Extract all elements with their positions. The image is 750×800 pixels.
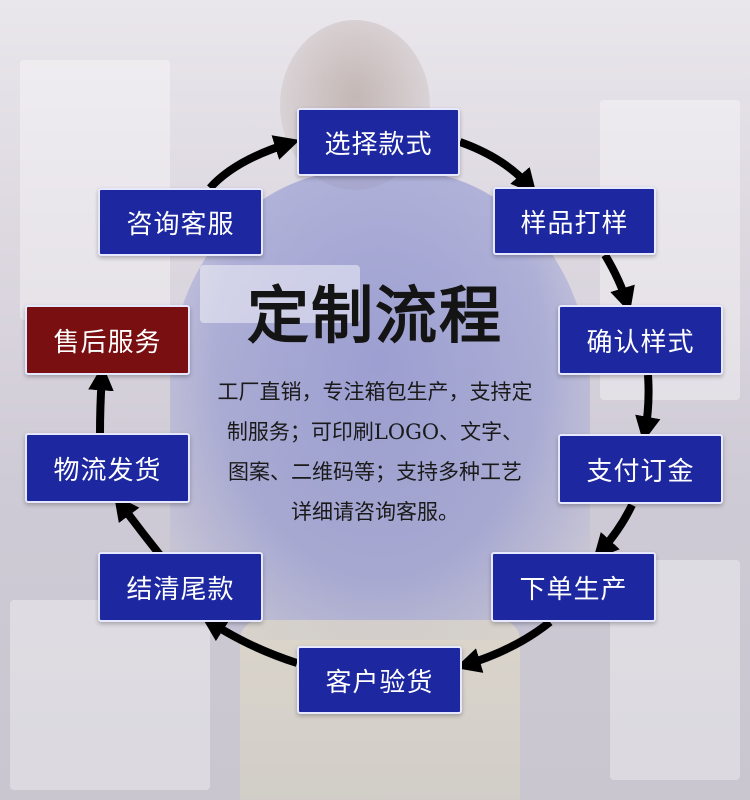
step-pay-deposit: 支付订金 <box>558 434 723 504</box>
arrow-6 <box>201 616 299 667</box>
shirt-logo <box>200 265 360 323</box>
page-title: 定制流程 <box>246 279 503 352</box>
arrow-3 <box>635 374 661 443</box>
background-panel <box>10 600 210 790</box>
arrow-9 <box>207 135 300 191</box>
arrow-5 <box>455 618 553 673</box>
arrow-4 <box>593 503 636 560</box>
arrow-2 <box>601 252 635 313</box>
description-line: 工厂直销，专注箱包生产，支持定 <box>217 380 533 404</box>
step-confirm-style: 确认样式 <box>558 305 723 375</box>
arrow-8 <box>88 364 114 434</box>
description: 工厂直销，专注箱包生产，支持定 制服务；可印刷LOGO、文字、 图案、二维码等；… <box>180 372 570 532</box>
arrow-7 <box>113 494 164 558</box>
step-select-style: 选择款式 <box>297 108 460 176</box>
description-line: 制服务；可印刷LOGO、文字、 <box>226 420 524 444</box>
step-place-order: 下单生产 <box>491 552 656 622</box>
description-line: 图案、二维码等；支持多种工艺 <box>228 460 522 484</box>
description-line: 详细请咨询客服。 <box>291 500 459 524</box>
step-customer-inspect: 客户验货 <box>297 646 462 714</box>
step-settle-balance: 结清尾款 <box>98 552 263 622</box>
step-after-sales: 售后服务 <box>25 305 190 375</box>
arrow-1 <box>458 138 537 195</box>
step-consult-service: 咨询客服 <box>98 188 263 256</box>
step-sample-proof: 样品打样 <box>493 187 656 255</box>
step-logistics-delivery: 物流发货 <box>25 433 190 503</box>
